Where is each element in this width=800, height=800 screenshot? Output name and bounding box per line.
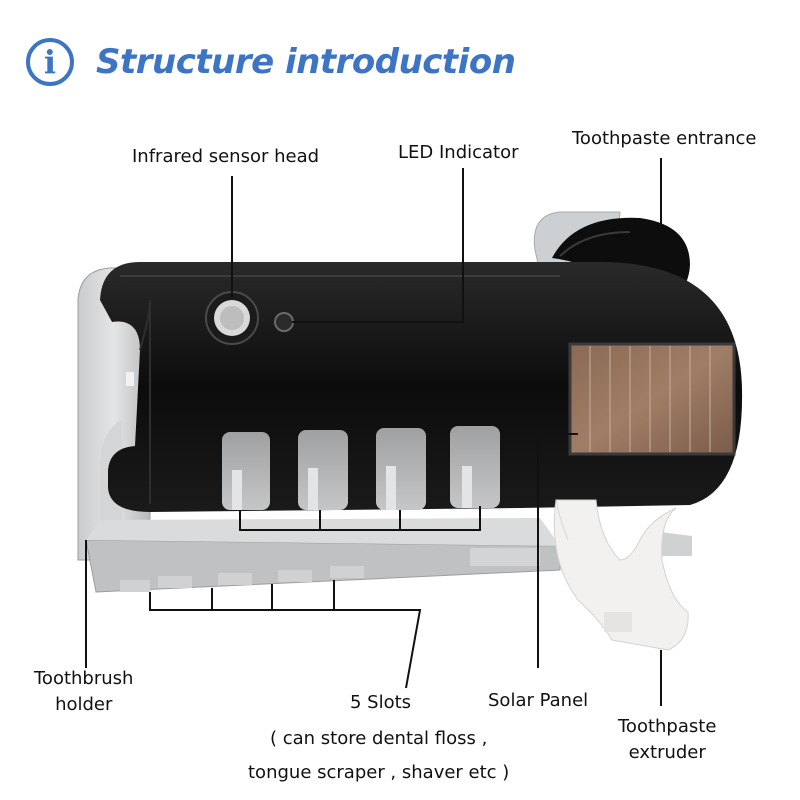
label-solar-panel: Solar Panel — [488, 690, 589, 711]
leader-slots — [149, 592, 422, 689]
label-slots-note-2: tongue scraper , shaver etc ) — [248, 762, 510, 783]
label-slots-note-1: ( can store dental floss , — [270, 728, 488, 749]
toothpaste-extruder-shape — [553, 499, 689, 651]
label-toothbrush-holder: Toothbrush holder — [34, 666, 133, 718]
leader-solar — [537, 433, 578, 668]
label-extruder-line2: extruder — [628, 742, 706, 763]
label-toothbrush-holder-line1: Toothbrush — [34, 668, 134, 689]
page-title: Structure introduction — [96, 42, 516, 82]
label-infrared-sensor: Infrared sensor head — [132, 146, 320, 167]
led-indicator-shape — [274, 312, 294, 332]
label-extruder-line1: Toothpaste — [618, 716, 717, 737]
header: i Structure introduction — [26, 34, 516, 90]
infrared-sensor-shape — [205, 291, 259, 345]
label-toothpaste-extruder: Toothpaste extruder — [618, 714, 716, 766]
label-slots: 5 Slots — [350, 692, 412, 713]
label-toothpaste-entrance: Toothpaste entrance — [572, 128, 757, 149]
leader-led — [292, 168, 464, 323]
label-led-indicator: LED Indicator — [398, 142, 519, 163]
info-icon: i — [26, 38, 74, 86]
leader-holder-top — [239, 506, 481, 531]
label-toothbrush-holder-line2: holder — [55, 694, 113, 715]
leader-lines — [85, 158, 662, 706]
toothbrush-holder-tray — [85, 518, 692, 593]
solar-panel-shape — [568, 342, 736, 456]
